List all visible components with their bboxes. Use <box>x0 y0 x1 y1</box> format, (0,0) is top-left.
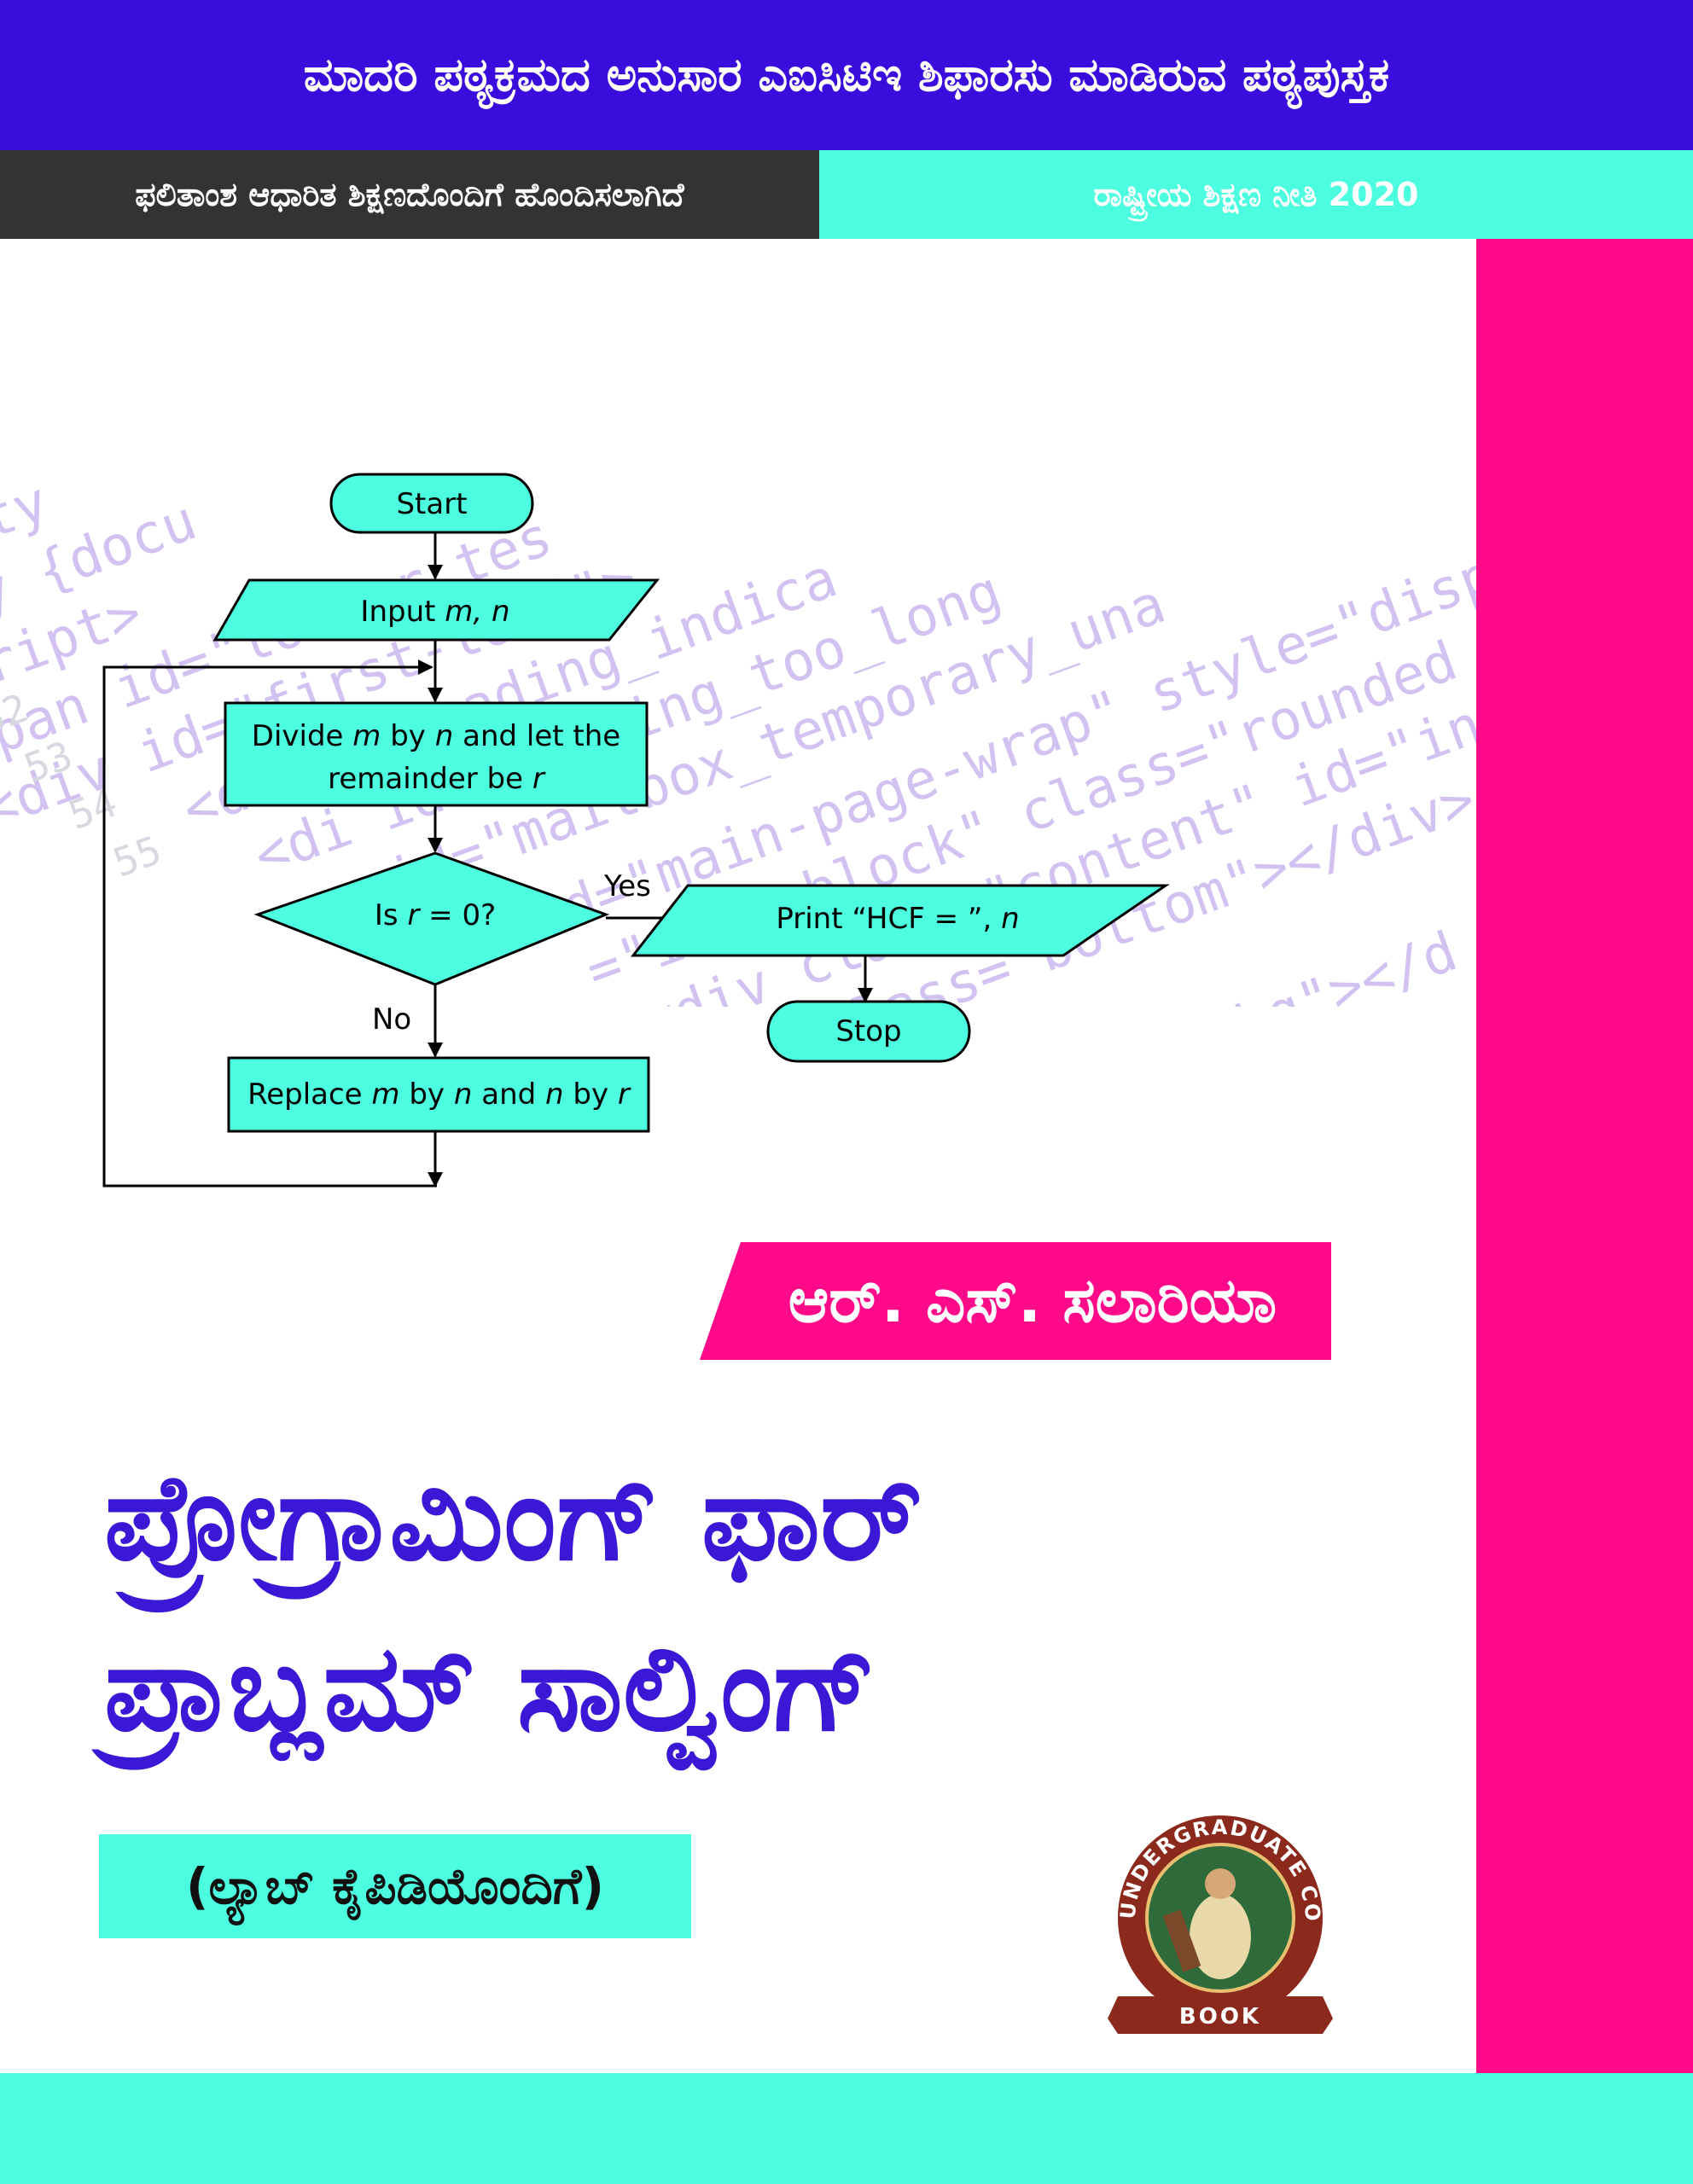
input-parallelogram <box>212 578 660 642</box>
start-terminal <box>329 473 534 534</box>
decision-label: Is r = 0? <box>375 898 496 932</box>
start-label: Start <box>396 487 467 521</box>
banner-text: ಮಾದರಿ ಪಠ್ಯಕ್ರಮದ ಅನುಸಾರ ಎಐಸಿಟಿಇ ಶಿಫಾರಸು ಮ… <box>303 48 1390 102</box>
lab-manual-subtitle: (ಲ್ಯಾಬ್ ಕೈಪಿಡಿಯೊಂದಿಗೆ) <box>99 1834 691 1938</box>
input-label: Input m, n <box>360 595 509 629</box>
stop-label: Stop <box>835 1014 901 1048</box>
print-label: Print “HCF = ”, n <box>776 902 1019 936</box>
yes-label: Yes <box>603 869 651 903</box>
book-title-line1: ಪ್ರೋಗ್ರಾಮಿಂಗ್ ಫಾರ್ <box>104 1449 922 1588</box>
flowchart: Start Input m, n Divide m by n and let t… <box>102 473 1170 1188</box>
divide-label-line2: remainder be r <box>328 762 546 796</box>
subheader-right: ರಾಷ್ಟ್ರೀಯ ಶಿಕ್ಷಣ ನೀತಿ 2020 <box>819 150 1693 239</box>
goddess-figure-icon <box>1162 1868 1251 1979</box>
replace-label: Replace m by n and n by r <box>247 1077 631 1112</box>
author-banner <box>700 1242 1331 1360</box>
no-label: No <box>372 1002 411 1037</box>
divide-label-line1: Divide m by n and let the <box>252 719 620 753</box>
replace-process <box>227 1056 650 1133</box>
author-name: ಆರ್. ಎಸ್. ಸಲಾರಿಯಾ <box>788 1264 1277 1336</box>
undergraduate-course-badge: UNDERGRADUATE COURSE BOOK <box>1101 1809 1333 2034</box>
subheader-left: ಫಲಿತಾಂಶ ಆಧಾರಿತ ಶಿಕ್ಷಣದೊಂದಿಗೆ ಹೊಂದಿಸಲಾಗಿದ… <box>0 150 819 239</box>
print-parallelogram <box>630 884 1170 957</box>
badge-ribbon <box>1108 1996 1333 2034</box>
loop-back-line <box>102 659 437 1188</box>
right-color-strip <box>1476 239 1693 2073</box>
top-banner <box>0 0 1693 150</box>
stop-terminal <box>766 1000 971 1063</box>
bottom-color-strip <box>0 2073 1693 2184</box>
badge-ribbon-text: BOOK <box>1179 2004 1261 2030</box>
book-title-line2: ಪ್ರಾಬ್ಲಮ್ ಸಾಲ್ವಿಂಗ್ <box>104 1619 877 1758</box>
